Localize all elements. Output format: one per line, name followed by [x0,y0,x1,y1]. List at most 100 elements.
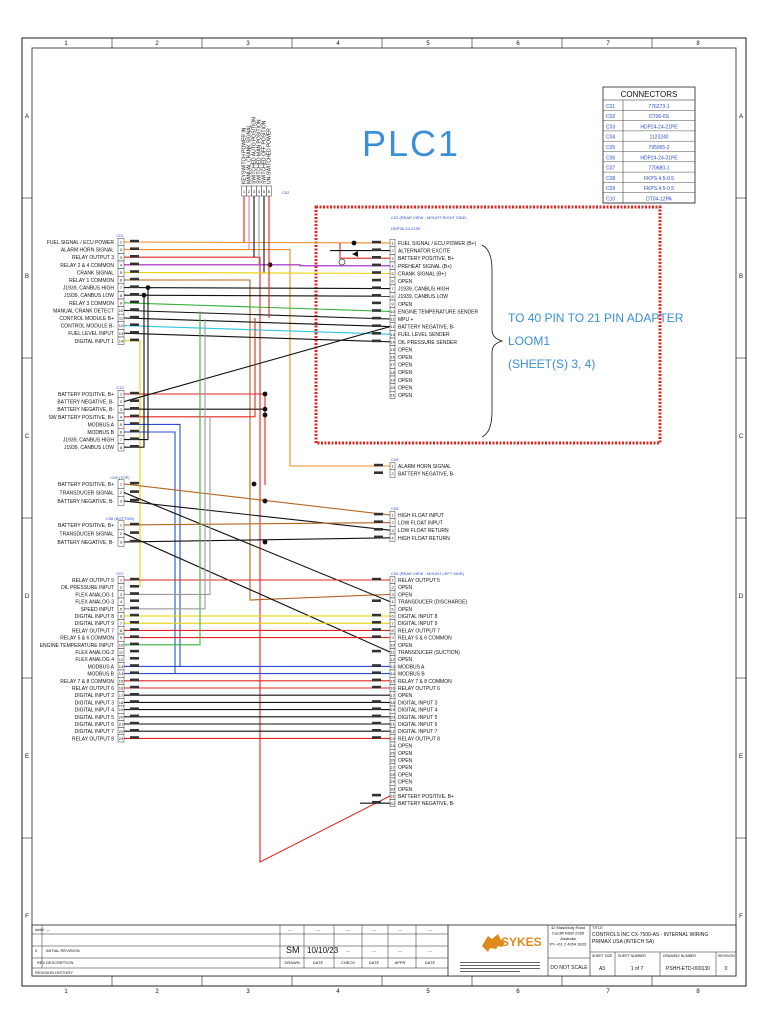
pin-signal-label: DIGITAL INPUT 6 [75,722,115,728]
wire-code-tag [372,240,381,244]
wire-code-tag [130,657,139,660]
pin-signal-label: BATTERY POSITIVE, B+ [58,482,114,488]
wire-code-tag [130,585,139,588]
wire-code-tag [372,628,381,631]
pin-box [117,336,125,345]
pin-number: 7 [391,286,394,291]
pin-signal-label: OPEN [398,751,413,757]
wire-code-tag [130,437,139,440]
pin-signal-label: DIGITAL INPUT 1 [75,339,115,345]
pin-box [266,185,272,197]
pin-signal-label: CRANK SIGNAL [77,270,114,276]
grid-row-label: A [739,114,743,120]
pin-signal-label: J1939, CANBUS LOW [398,294,448,300]
pin-signal-label: RELAY OUTPUT 8 [398,736,440,742]
company-address-line: Australia [560,936,576,941]
grid-col-label: 6 [516,41,520,47]
drawing-number-label: DRAWING NUMBER [663,954,696,958]
adapter-region-highlight [314,205,662,445]
pin-number: 5 [391,271,394,276]
pin-signal-label: OPEN [398,302,413,308]
grid-row-label: C [25,434,30,440]
pin-number: 14 [390,339,395,344]
connector-label: C07 [116,571,124,576]
pin-signal-label: BATTERY POSITIVE, B+ [58,523,114,529]
pin-number: 6 [120,430,123,435]
sheet-number-label: SHEET NUMBER [618,954,646,958]
wire-code-tag [374,512,383,516]
pin-signal-label: OPEN [398,643,413,649]
pin-number: 4 [258,189,261,194]
wire-code-tag [372,671,381,674]
pin-number: 24 [390,743,395,748]
wire-code-tag [130,445,139,448]
pin-signal-label: J1939, CANBUS HIGH [398,287,450,293]
pin-number: 6 [391,279,394,284]
pin-number: 2 [120,490,123,495]
rev-mark: #### [35,927,45,932]
wire-code-tag [130,277,139,281]
pin-signal-label: OPEN [398,385,413,391]
pin-number: 1 [120,523,123,528]
pin-number: 8 [120,445,123,450]
rev-dash: --- [46,927,51,932]
pin-signal-label: OPEN [398,378,413,384]
adapter-note-line3: (SHEET(S) 3, 4) [508,357,595,371]
pin-signal-label: DIGITAL INPUT 7 [398,729,438,735]
title-line1: CONTROLS INC CX-7500-AS - INTERNAL WIRIN… [592,932,708,938]
title-block-dash: --- [316,948,321,953]
pin-signal-label: PREHEAT SIGNAL (B+) [398,264,452,270]
pin-number: 3 [391,592,394,597]
pin-signal-label: FLEX ANALOG 3 [75,600,114,606]
pin-number: 7 [391,621,394,626]
wire-code-tag [130,422,139,425]
title-block-dash: --- [398,927,403,932]
wire-code-tag [372,635,381,638]
wire-code-tag [130,642,139,646]
wire [123,325,391,335]
connector-id: C06 [606,155,615,161]
revision-value: 0 [725,966,728,972]
wire-code-tag [130,338,139,342]
pin-signal-label: RELAY OUTPUT 3 [72,255,114,261]
pin-signal-label: RELAY OUTPUT 5 [72,578,114,584]
wire-code-tag [372,309,381,312]
pin-signal-label: TRANSDUCER (SUCTION) [398,650,460,656]
grid-row-label: A [25,114,29,120]
title-block-header: APPR [395,960,406,965]
wire-code-tag [372,339,381,343]
pin-number: 8 [391,294,394,299]
connector-part: 776273-1 [648,104,669,110]
pin-number: 2 [391,585,394,590]
pin-signal-label: DIGITAL INPUT 8 [75,614,115,620]
wire-code-tag [372,678,381,682]
pin-signal-label: OPEN [398,347,413,353]
wire-code-tag [130,247,139,250]
pin-number: 18 [390,370,395,375]
pin-signal-label: RELAY OUTPUT 5 [398,578,440,584]
wire [124,279,391,601]
title-block-header: DATE [313,960,324,965]
connector-id: C10 [606,197,615,203]
connector-part: HDP24-24-21PE [640,124,678,130]
wire-code-tag [372,664,381,667]
pin-number: 2 [120,585,123,590]
wires [123,196,391,863]
pin-number: 6 [120,278,123,283]
pin-signal-label: FLEX ANALOG 2 [75,650,114,656]
pin-signal-label: OPEN [398,744,413,750]
pin-number: 14 [119,671,124,676]
pin-number: 19 [390,707,395,712]
pin-number: 6 [120,614,123,619]
title-block-dash: --- [398,948,403,953]
pin-signal-label: MPU + [398,317,414,323]
pin-signal-label: DIGITAL INPUT 2 [75,693,115,699]
pin-number: 8 [120,628,123,633]
pin-signal-label: TRANSDUCER (DISCHARGE) [398,600,468,606]
pin-number: 21 [119,722,124,727]
pin-number: 32 [390,801,395,806]
pin-number: 6 [391,614,394,619]
pin-signal-label: SWITCHED OFF POSITION [262,120,268,184]
pin-box [389,469,396,478]
rev0: 0 [35,948,38,953]
